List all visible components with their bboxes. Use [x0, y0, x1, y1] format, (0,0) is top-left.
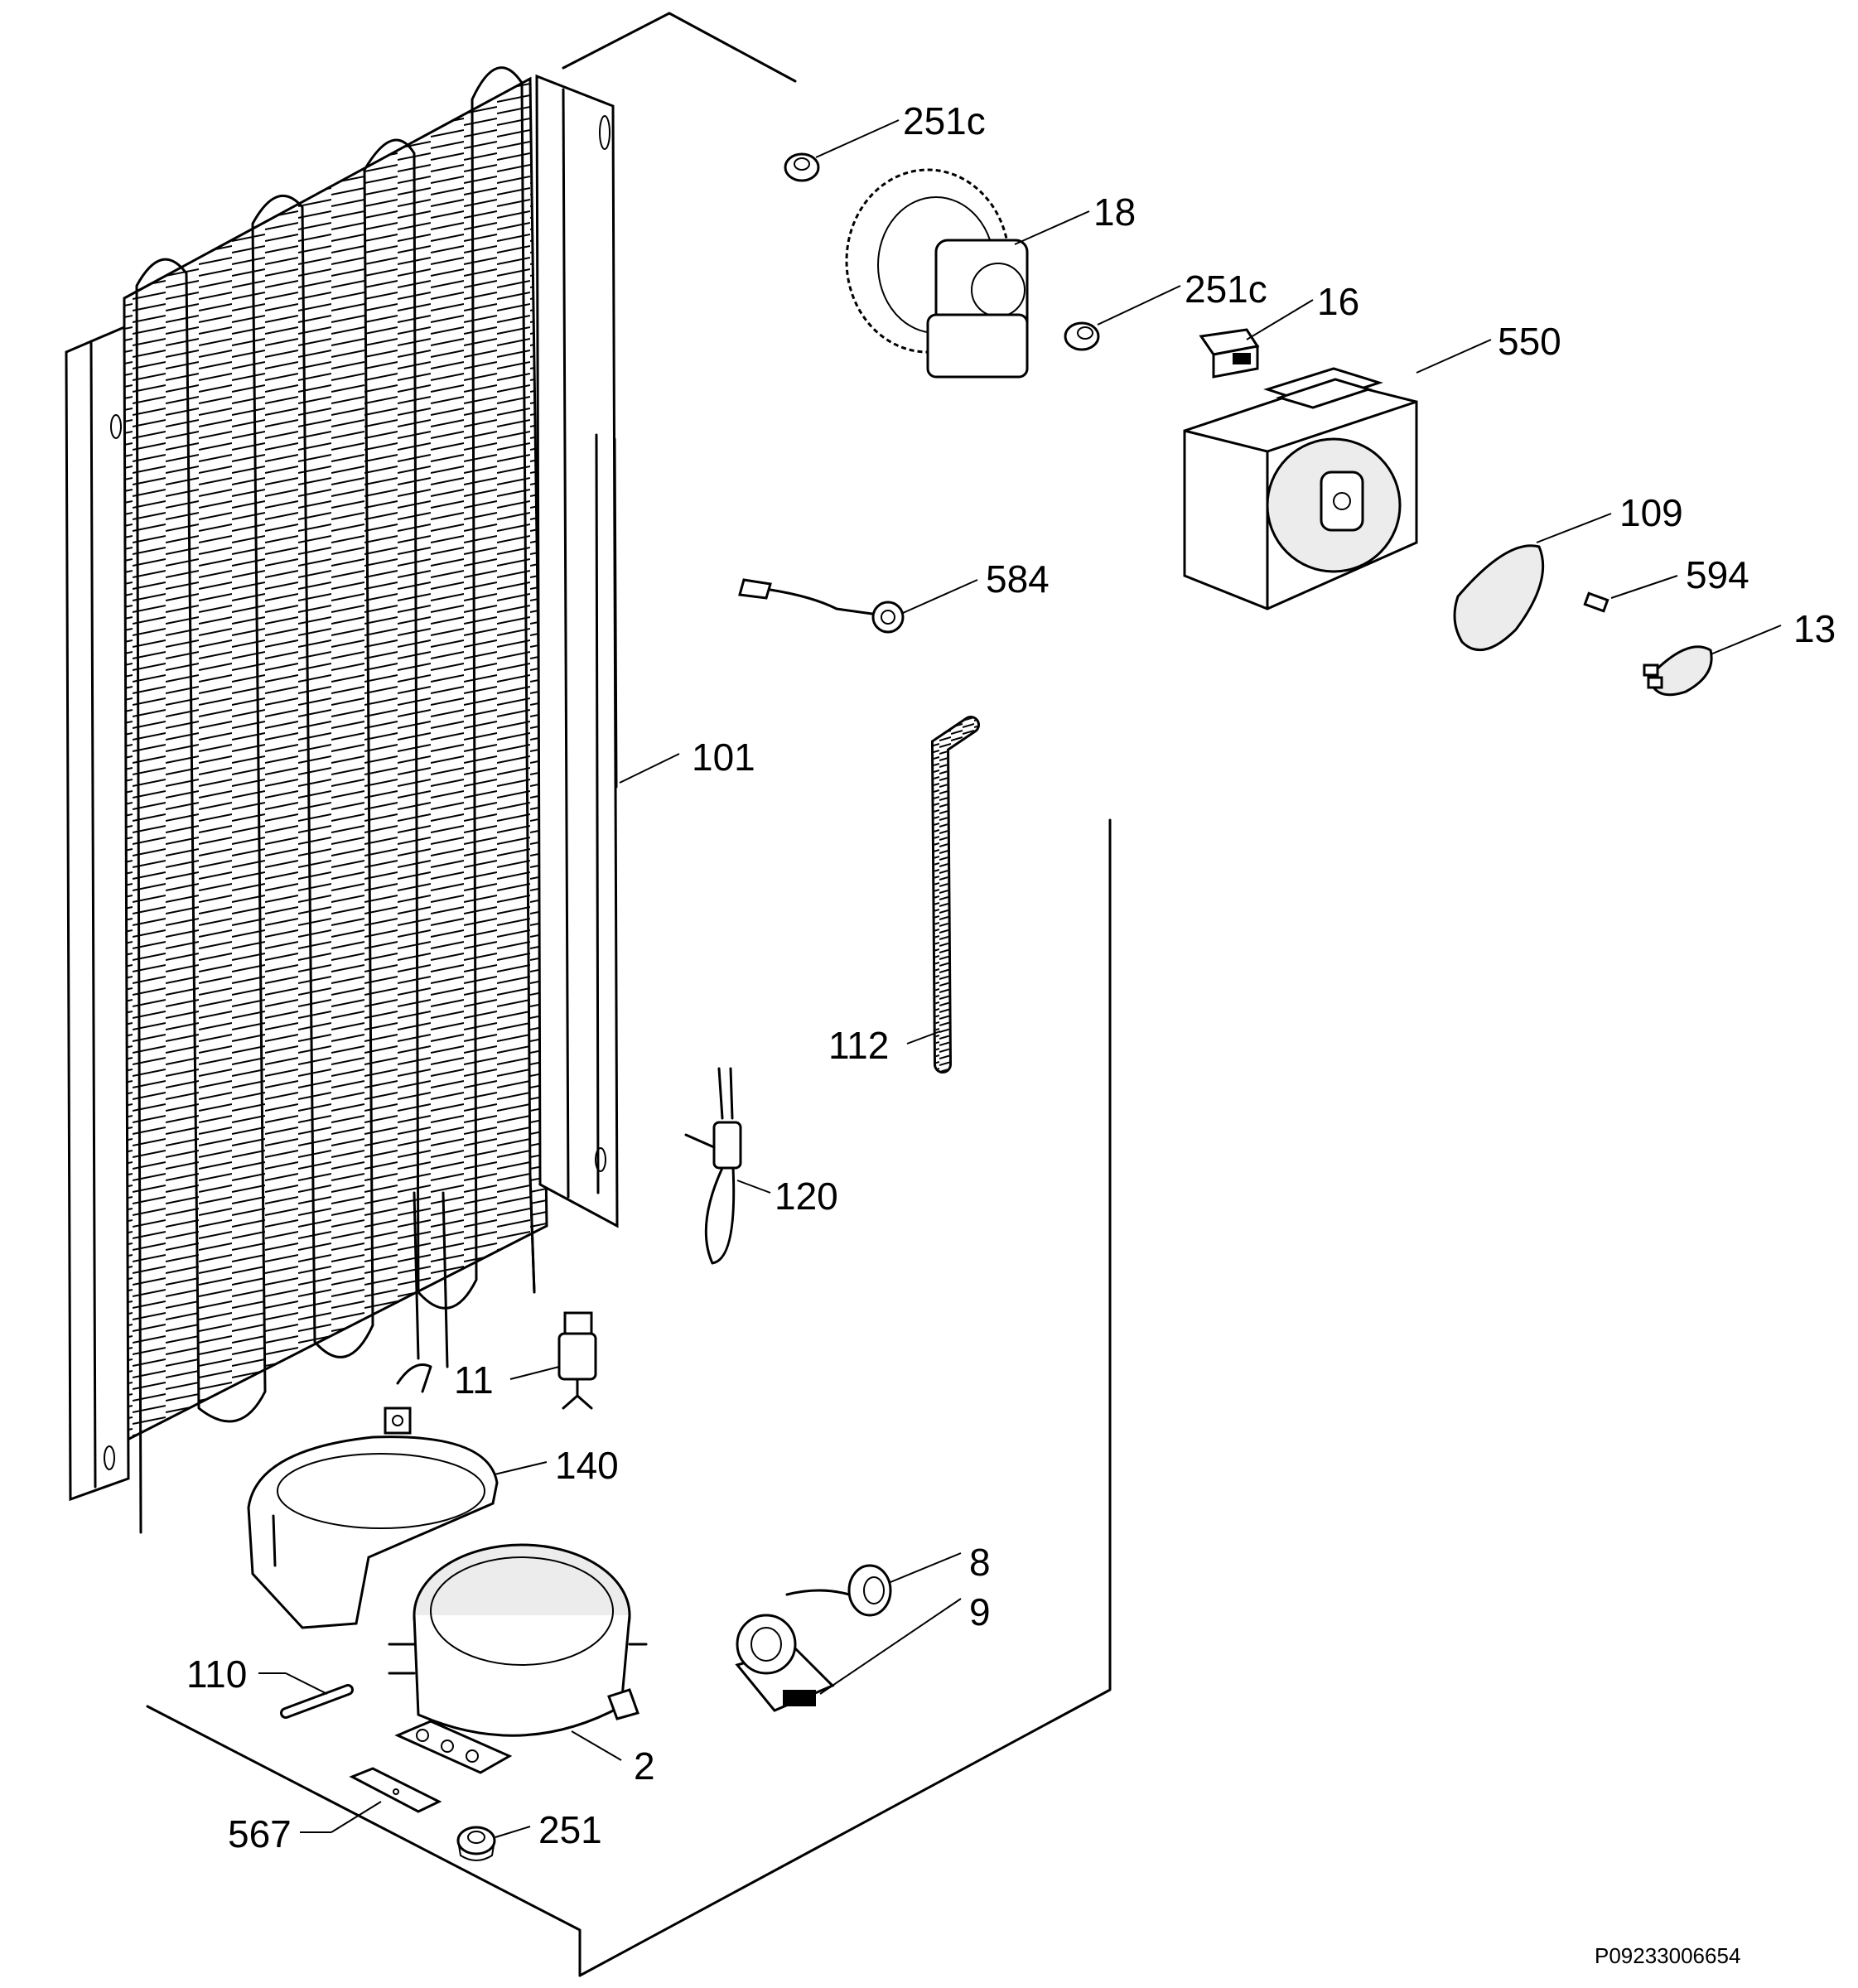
label-2: 2: [634, 1744, 655, 1788]
label-101: 101: [692, 736, 755, 779]
relay-connector: [785, 1564, 892, 1617]
capillary-tube: [280, 1684, 354, 1719]
label-251c-mid: 251c: [1185, 268, 1267, 311]
label-109: 109: [1619, 491, 1683, 534]
label-11: 11: [454, 1358, 494, 1402]
label-251: 251: [538, 1808, 602, 1851]
label-594: 594: [1686, 553, 1749, 596]
switch-part: [1199, 328, 1260, 379]
starter-device: [735, 1614, 835, 1712]
lamp-cover: [1453, 544, 1545, 652]
grommet-top: [784, 152, 820, 182]
label-567: 567: [228, 1812, 292, 1855]
part-labels: 251c 18 251c 16 550 109 594 13 584 101 1…: [186, 99, 1836, 1968]
fan-housing: [1183, 367, 1418, 610]
compressor: [388, 1543, 648, 1774]
label-550: 550: [1498, 320, 1561, 363]
label-110: 110: [186, 1653, 247, 1696]
fan-motor-assembly: [845, 168, 1029, 379]
drip-tray: [247, 1407, 499, 1629]
label-9: 9: [969, 1590, 991, 1633]
lamp-holder: [1643, 645, 1713, 697]
label-112: 112: [828, 1024, 889, 1067]
label-13: 13: [1793, 607, 1836, 650]
label-251c-top: 251c: [903, 99, 986, 142]
label-8: 8: [969, 1541, 991, 1584]
condenser-assembly: [65, 66, 619, 1534]
label-584: 584: [986, 557, 1050, 601]
label-140: 140: [555, 1444, 619, 1487]
cabinet-outline: [146, 12, 1112, 1977]
grommet-middle: [1064, 321, 1100, 351]
label-18: 18: [1093, 191, 1136, 234]
bulb-clip-part: [1583, 591, 1609, 613]
grommet-bottom: [456, 1826, 496, 1861]
drain-hose: [930, 716, 980, 1074]
thermostat-sensor: [684, 1067, 742, 1265]
label-16: 16: [1317, 280, 1359, 323]
diagram-code: P09233006654: [1595, 1943, 1740, 1968]
mounting-plate: [349, 1767, 442, 1813]
label-120: 120: [775, 1175, 838, 1218]
relay-part: [557, 1311, 597, 1410]
sensor-cable: [738, 578, 905, 634]
leader-lines: [258, 119, 1782, 1838]
